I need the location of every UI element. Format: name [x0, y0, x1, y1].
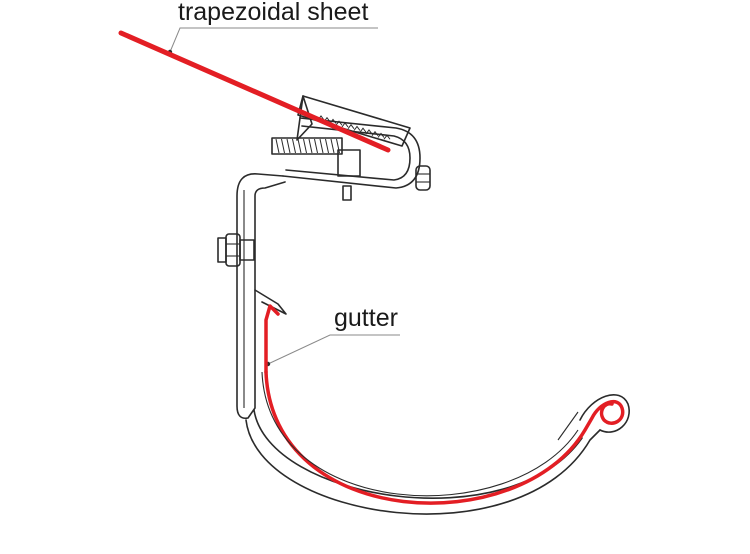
bolt-thread-line	[281, 138, 285, 154]
bracket-tab	[254, 289, 287, 315]
bolt-thread-line	[308, 138, 313, 154]
trapezoidal-sheet	[118, 30, 391, 153]
trapezoidal-sheet-leader	[169, 27, 378, 53]
clamp-bolt-threads	[275, 138, 340, 154]
gutter-bracket-wrap-outer	[245, 419, 601, 515]
bolt-thread-line	[297, 138, 302, 154]
gutter	[245, 304, 630, 515]
clamp-lower-block	[337, 149, 361, 177]
gutter-profile	[264, 370, 625, 505]
bolt-thread-line	[275, 138, 280, 154]
bracket-outer	[236, 173, 286, 420]
bolt-thread-line	[314, 138, 318, 154]
clamp-bolt-shank	[271, 137, 343, 155]
bolt-thread-line	[325, 138, 329, 154]
bolt-thread-line	[330, 138, 335, 154]
clamp-bolt	[271, 137, 343, 155]
gutter-label: gutter	[334, 304, 398, 332]
gutter-callout: gutter	[265, 304, 400, 367]
gutter-leader	[267, 334, 400, 365]
clamp-nut-right	[415, 165, 431, 191]
bolt-thread-line	[292, 138, 296, 154]
gutter-back-lip	[264, 304, 280, 374]
bracket-bolt	[217, 233, 255, 267]
gutter-front-edge	[557, 411, 579, 441]
clamp-lower-bolt-end	[342, 185, 352, 201]
gutter-inner-contour	[261, 371, 579, 497]
bolt-thread-line	[286, 138, 291, 154]
bolt-thread-line	[303, 138, 307, 154]
gutter-bead-outer	[579, 394, 630, 433]
trapezoidal-sheet-callout: trapezoidal sheet	[167, 0, 378, 55]
gutter-bracket-wrap-inner	[253, 409, 583, 499]
gutter-bracket	[217, 173, 287, 420]
trapezoidal-sheet-label: trapezoidal sheet	[178, 0, 368, 26]
clamp-u-strap-inner	[285, 125, 411, 181]
clamp-u-strap-outer	[282, 117, 421, 189]
bolt-thread-line	[319, 138, 324, 154]
